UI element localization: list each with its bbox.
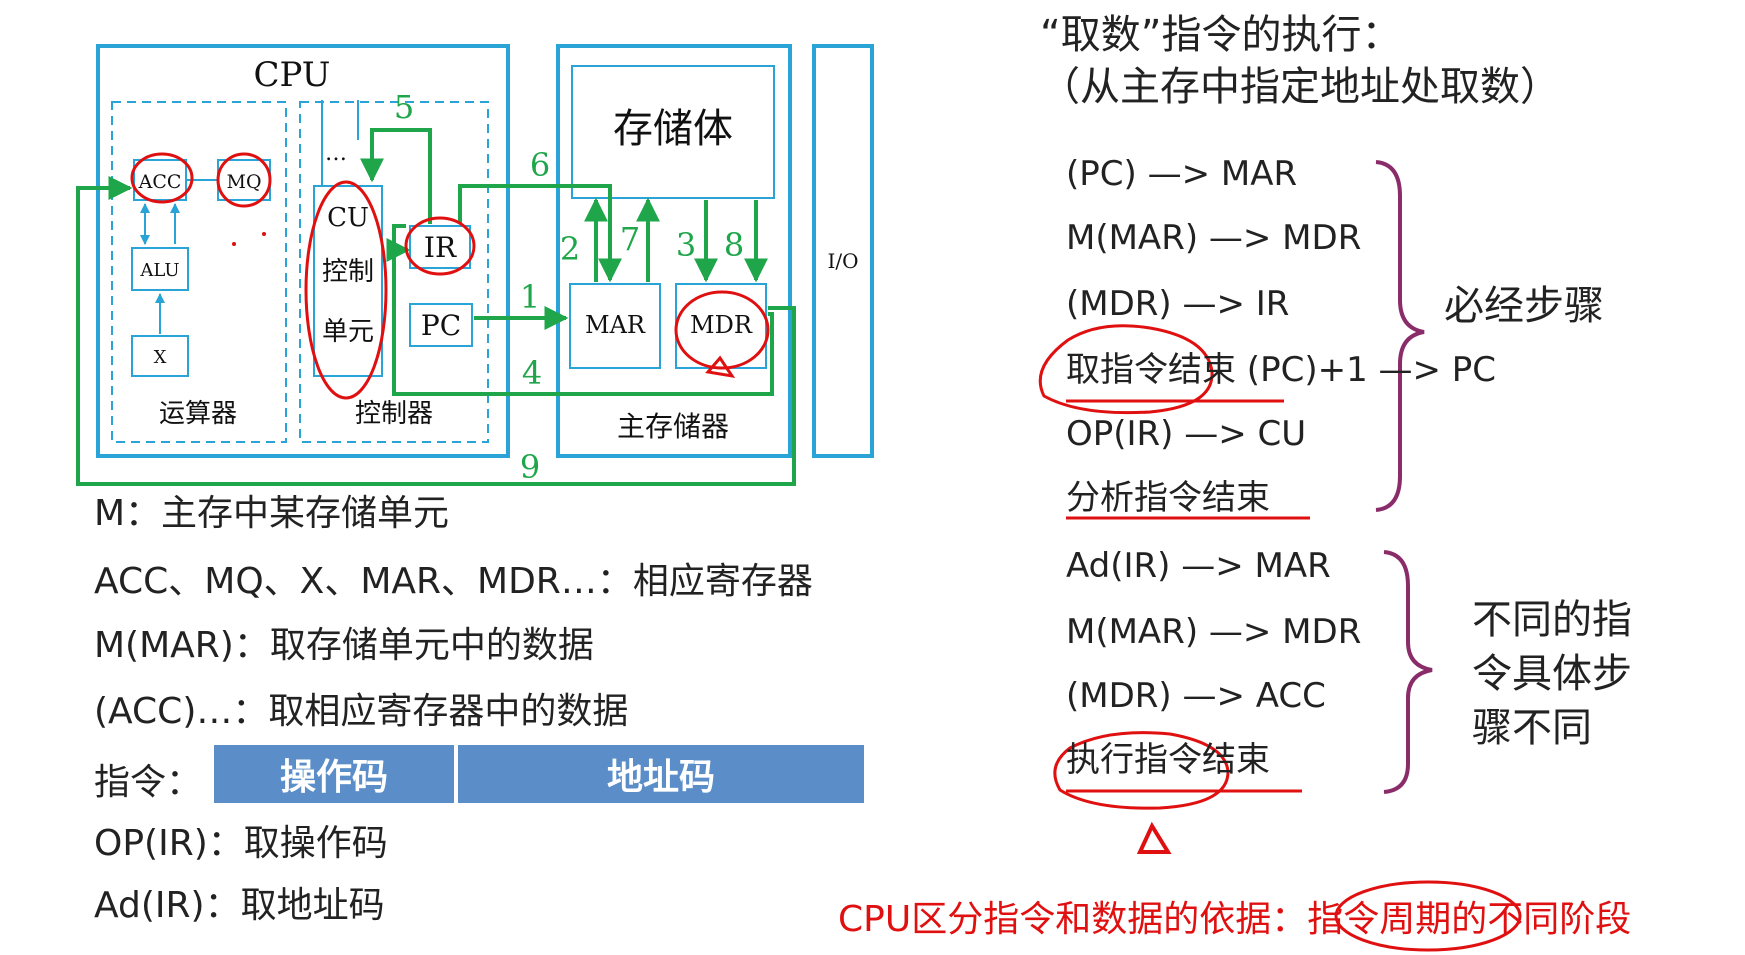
annotation-dot-1 xyxy=(232,242,236,246)
address-field: 地址码 xyxy=(458,745,864,803)
io-box xyxy=(812,44,874,458)
legend-m-mar: M(MAR)：取存储单元中的数据 xyxy=(94,625,594,666)
annotation-execute-mark xyxy=(1136,821,1172,854)
annotation-fetch-end-circle xyxy=(1038,324,1214,415)
step-num-4: 4 xyxy=(522,354,542,392)
storage-body-label: 存储体 xyxy=(613,106,733,152)
right-title-2: （从主存中指定地址处取数） xyxy=(1040,64,1560,110)
legend-registers: ACC、MQ、X、MAR、MDR…：相应寄存器 xyxy=(94,561,813,602)
cu-label-1: CU xyxy=(327,203,369,233)
right-title-1: “取数”指令的执行： xyxy=(1040,12,1402,58)
cpu-title: CPU xyxy=(254,55,331,95)
cpu-box xyxy=(96,44,510,458)
alu-block xyxy=(131,247,189,291)
alu-label: ALU xyxy=(139,260,179,281)
step-specific-4: 执行指令结束 xyxy=(1066,740,1270,780)
annotation-acc-circle xyxy=(130,152,194,204)
specific-steps-label-2: 令具体步 xyxy=(1472,651,1632,697)
annotation-mdr-circle xyxy=(674,290,770,370)
acc-label: ACC xyxy=(138,171,182,193)
ir-label: IR xyxy=(424,231,457,264)
alu-section-label: 运算器 xyxy=(159,399,237,429)
specific-steps-label-1: 不同的指 xyxy=(1472,597,1632,643)
cu-label-2: 控制 xyxy=(322,257,374,287)
path-4 xyxy=(392,224,774,396)
mar-label: MAR xyxy=(585,311,646,339)
step-num-1: 1 xyxy=(520,278,540,316)
step-common-5: OP(IR) —> CU xyxy=(1066,414,1307,454)
footer-note: CPU区分指令和数据的依据：指令周期的不同阶段 xyxy=(838,899,1632,940)
step-num-2: 2 xyxy=(560,230,580,268)
step-common-6: 分析指令结束 xyxy=(1066,478,1270,518)
alu-section xyxy=(111,101,287,443)
step-num-3: 3 xyxy=(676,226,696,264)
path-9 xyxy=(76,176,796,486)
path-5 xyxy=(360,128,432,224)
mar-register xyxy=(569,283,661,369)
mdr-label: MDR xyxy=(690,311,753,339)
step-common-4: 取指令结束 (PC)+1 —> PC xyxy=(1066,350,1497,390)
step-num-5: 5 xyxy=(394,88,414,126)
annotation-dot-2 xyxy=(262,232,266,236)
step-common-3: (MDR) —> IR xyxy=(1066,284,1290,324)
specific-steps-label-3: 骤不同 xyxy=(1472,705,1592,751)
instruction-label: 指令： xyxy=(94,762,203,803)
step-num-6: 6 xyxy=(530,146,550,184)
io-label: I/O xyxy=(827,249,858,273)
cu-label-3: 单元 xyxy=(322,317,374,347)
annotation-mdr-mark xyxy=(705,355,736,379)
mq-label: MQ xyxy=(226,171,261,193)
annotation-footer-circle xyxy=(1334,880,1522,952)
legend-op-ir: OP(IR)：取操作码 xyxy=(94,823,388,864)
x-label: X xyxy=(154,347,167,368)
memory-section-label: 主存储器 xyxy=(617,410,729,443)
brace-specific-steps xyxy=(1383,550,1433,794)
pc-label: PC xyxy=(421,309,461,342)
storage-body xyxy=(571,65,775,199)
common-steps-label: 必经步骤 xyxy=(1444,283,1604,329)
step-specific-1: Ad(IR) —> MAR xyxy=(1066,546,1331,586)
step-common-1: (PC) —> MAR xyxy=(1066,154,1298,194)
annotation-cu-circle xyxy=(304,180,388,400)
step-num-7: 7 xyxy=(620,220,640,258)
pc-register xyxy=(409,303,473,347)
cu-dots: … xyxy=(325,141,347,166)
step-specific-2: M(MAR) —> MDR xyxy=(1066,612,1362,652)
annotation-execute-end-circle xyxy=(1053,731,1230,810)
control-section xyxy=(299,101,489,443)
annotation-ir-circle xyxy=(404,216,476,276)
brace-common-steps xyxy=(1375,160,1425,512)
path-6 xyxy=(458,184,622,283)
control-section-label: 控制器 xyxy=(355,399,433,429)
legend-m: M：主存中某存储单元 xyxy=(94,493,450,534)
main-memory-box xyxy=(556,44,792,458)
opcode-field: 操作码 xyxy=(214,745,454,803)
step-common-2: M(MAR) —> MDR xyxy=(1066,218,1362,258)
legend-ad-ir: Ad(IR)：取地址码 xyxy=(94,885,385,926)
legend-acc: (ACC)…：取相应寄存器中的数据 xyxy=(94,691,629,732)
annotation-mq-circle xyxy=(216,152,272,208)
step-specific-3: (MDR) —> ACC xyxy=(1066,676,1326,716)
cu-block xyxy=(313,185,383,377)
x-register xyxy=(131,335,189,377)
step-num-9: 9 xyxy=(520,448,540,486)
step-num-8: 8 xyxy=(724,226,744,264)
